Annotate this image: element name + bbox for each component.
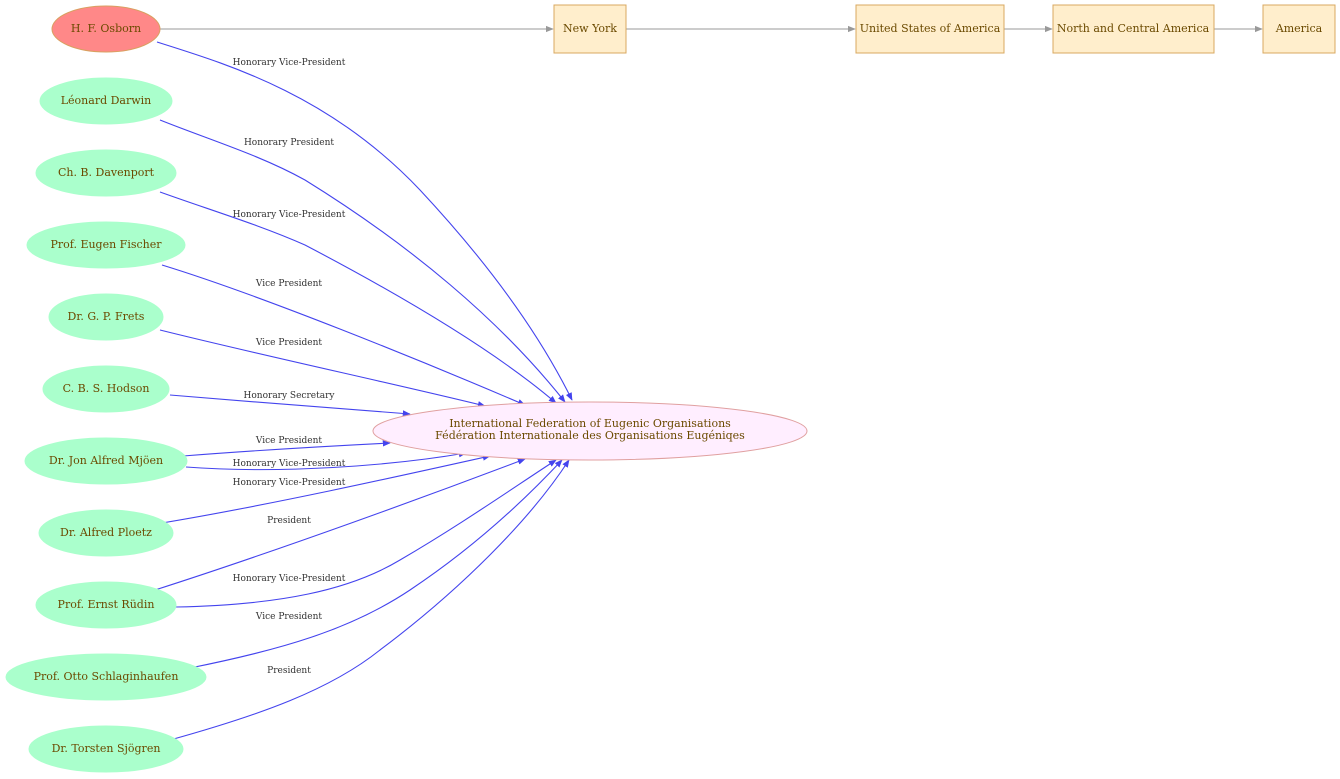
role-edge-fischer: Vice President [161,264,526,406]
role-edge-mjoen-hvp: Honorary Vice-President [185,451,467,471]
person-name: Prof. Otto Schlaginhaufen [34,670,179,683]
role-label: President [267,516,311,526]
role-label: Vice President [255,338,323,348]
role-label: Honorary Vice-President [233,58,346,68]
person-node-schlaginhaufen[interactable]: Prof. Otto Schlaginhaufen [5,653,207,701]
person-name: Ch. B. Davenport [58,166,155,179]
organisation-name-fr: Fédération Internationale des Organisati… [435,429,745,442]
role-label: President [267,666,311,676]
person-name: Prof. Ernst Rüdin [58,598,155,611]
person-name: Léonard Darwin [61,94,152,107]
role-label: Honorary Vice-President [233,459,346,469]
person-node-osborn[interactable]: H. F. Osborn [51,5,161,53]
role-edge-schlaginhaufen: Vice President [189,459,563,669]
place-node-north-central-america[interactable]: North and Central America [1052,4,1215,54]
organisation-name-en: International Federation of Eugenic Orga… [449,417,731,430]
person-node-mjoen[interactable]: Dr. Jon Alfred Mjöen [24,437,188,485]
role-edge-osborn: Honorary Vice-President [156,41,573,401]
place-name: New York [563,22,617,35]
person-node-frets[interactable]: Dr. G. P. Frets [48,293,164,341]
role-edges: Honorary Vice-President Honorary Preside… [154,41,573,741]
role-edge-sjogren: President [169,459,570,741]
role-label: Vice President [255,612,323,622]
person-name: Dr. G. P. Frets [68,310,145,323]
role-label: Vice President [255,279,323,289]
person-name: Dr. Torsten Sjögren [52,742,161,755]
person-node-darwin[interactable]: Léonard Darwin [39,77,173,125]
place-node-america[interactable]: America [1262,4,1336,54]
organisation-node[interactable]: International Federation of Eugenic Orga… [372,401,808,461]
place-node-new-york[interactable]: New York [553,4,627,54]
role-label: Vice President [255,436,323,446]
role-edge-rudin-hvp: Honorary Vice-President [175,459,557,608]
role-edge-darwin: Honorary President [159,119,566,403]
place-name: United States of America [860,22,1001,35]
role-label: Honorary Vice-President [233,478,346,488]
person-name: C. B. S. Hodson [63,382,150,395]
person-node-ploetz[interactable]: Dr. Alfred Ploetz [38,509,174,557]
person-name: Dr. Alfred Ploetz [60,526,152,539]
place-node-usa[interactable]: United States of America [855,4,1005,54]
role-edge-frets: Vice President [159,329,486,408]
person-node-sjogren[interactable]: Dr. Torsten Sjögren [28,725,184,773]
person-name: H. F. Osborn [71,22,141,35]
role-label: Honorary President [244,138,334,148]
place-name: America [1275,22,1323,35]
person-node-fischer[interactable]: Prof. Eugen Fischer [26,221,186,269]
role-label: Honorary Vice-President [233,574,346,584]
person-nodes: H. F. Osborn Léonard Darwin Ch. B. Daven… [5,5,207,773]
role-edge-mjoen-vp: Vice President [182,436,391,457]
place-nodes: New York United States of America North … [553,4,1336,54]
person-name: Dr. Jon Alfred Mjöen [49,454,163,467]
role-edge-ploetz: Honorary Vice-President [161,454,491,524]
role-edge-rudin-president: President [154,458,526,591]
person-node-hodson[interactable]: C. B. S. Hodson [42,365,170,413]
place-name: North and Central America [1057,22,1210,35]
person-node-rudin[interactable]: Prof. Ernst Rüdin [35,581,177,629]
role-edge-hodson: Honorary Secretary [169,391,411,417]
role-label: Honorary Vice-President [233,210,346,220]
role-label: Honorary Secretary [244,391,336,401]
person-node-davenport[interactable]: Ch. B. Davenport [35,149,177,197]
person-name: Prof. Eugen Fischer [50,238,162,251]
role-edge-davenport: Honorary Vice-President [159,191,557,404]
